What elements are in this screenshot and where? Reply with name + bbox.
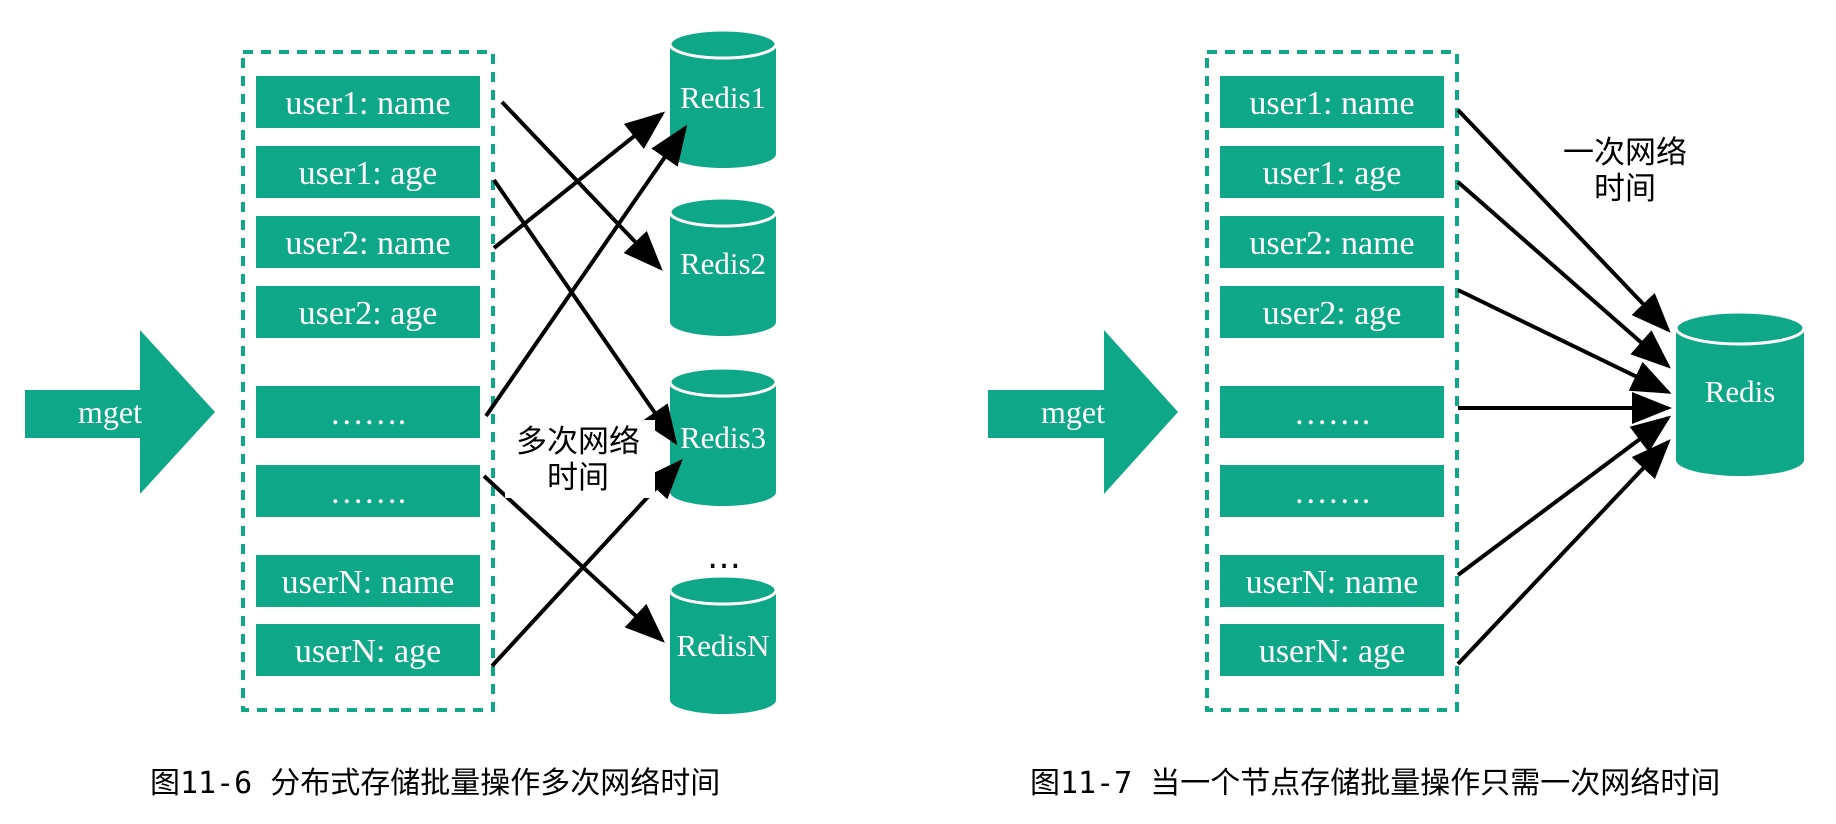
network-arrow [500,100,663,271]
right-mget-arrow-shape [988,330,1178,494]
redis-node-cylinder: Redis1 [668,28,778,168]
network-arrow [492,111,666,250]
right-key-label: user1: name [1249,85,1414,122]
right-mget-arrow: mget [988,330,1178,494]
redis-node-label: Redis3 [680,420,766,455]
left-network-arrows [482,100,688,668]
left-key-label: user2: age [299,295,438,332]
right-key-label: user2: name [1249,225,1414,262]
left-figure-caption: 图11-6 分布式存储批量操作多次网络时间 [150,766,720,801]
left-key-box [256,216,480,268]
right-figure-caption: 图11-7 当一个节点存储批量操作只需一次网络时间 [1030,766,1720,801]
redis-node-label: Redis2 [680,246,766,281]
network-arrow [1456,180,1672,369]
right-note-line1: 一次网络 [1563,135,1687,171]
right-key-label: user2: age [1263,295,1402,332]
right-key-box [1220,386,1444,438]
right-network-arrows [1456,108,1672,666]
left-node-list: Redis1 Redis2 Redis3 … RedisN [668,28,778,714]
redis-node-cylinder: Redis2 [668,196,778,336]
right-key-label: userN: name [1246,564,1419,601]
left-key-box [256,465,480,517]
right-key-box [1220,286,1444,338]
left-key-box [256,76,480,128]
left-mget-arrow-shape [25,330,215,494]
left-key-label: userN: age [295,633,441,670]
left-note-line2: 时间 [547,460,609,496]
left-key-label: user1: name [285,85,450,122]
right-key-label: user1: age [1263,155,1402,192]
left-key-label: ……. [330,474,407,511]
network-arrow [1456,439,1671,666]
left-key-box [256,624,480,676]
left-key-box [256,555,480,607]
right-key-box [1220,76,1444,128]
network-arrow [482,474,665,643]
right-key-label: ……. [1294,395,1371,432]
left-key-label: user2: name [285,225,450,262]
redis-single-node: Redis [1674,310,1806,476]
right-key-box [1220,555,1444,607]
left-key-box [256,286,480,338]
left-key-list: user1: name user1: age user2: name user2… [256,76,480,676]
right-batch-container [1205,50,1459,712]
network-arrow [484,124,688,418]
nodes-ellipsis: … [707,537,741,577]
left-mget-label: mget [78,394,142,430]
right-key-box [1220,146,1444,198]
right-key-box [1220,624,1444,676]
right-key-label: ……. [1294,474,1371,511]
right-key-box [1220,216,1444,268]
left-key-label: userN: name [282,564,455,601]
left-note-line1: 多次网络 [516,424,640,460]
redis-node-cylinder: RedisN [668,574,778,714]
right-figure: mget user1: name user1: age user2: name … [988,50,1806,801]
left-batch-container [241,50,495,712]
right-note-line2: 时间 [1594,171,1656,207]
network-arrow [492,178,678,446]
left-figure: mget user1: name user1: age user2: name … [25,28,778,801]
right-key-list: user1: name user1: age user2: name user2… [1220,76,1444,676]
left-key-label: user1: age [299,155,438,192]
left-mget-arrow: mget [25,330,215,494]
left-key-box [256,146,480,198]
redis-node-cylinder: Redis3 [668,366,778,506]
left-note-background [505,420,655,498]
right-key-box [1220,465,1444,517]
left-key-box [256,386,480,438]
right-key-label: userN: age [1259,633,1405,670]
redis-single-label: Redis [1705,374,1776,409]
redis-node-label: RedisN [677,628,770,663]
network-arrow [1456,108,1671,333]
right-mget-label: mget [1041,394,1105,430]
network-arrow [1457,288,1672,394]
left-key-label: ……. [330,395,407,432]
redis-node-label: Redis1 [680,80,766,115]
